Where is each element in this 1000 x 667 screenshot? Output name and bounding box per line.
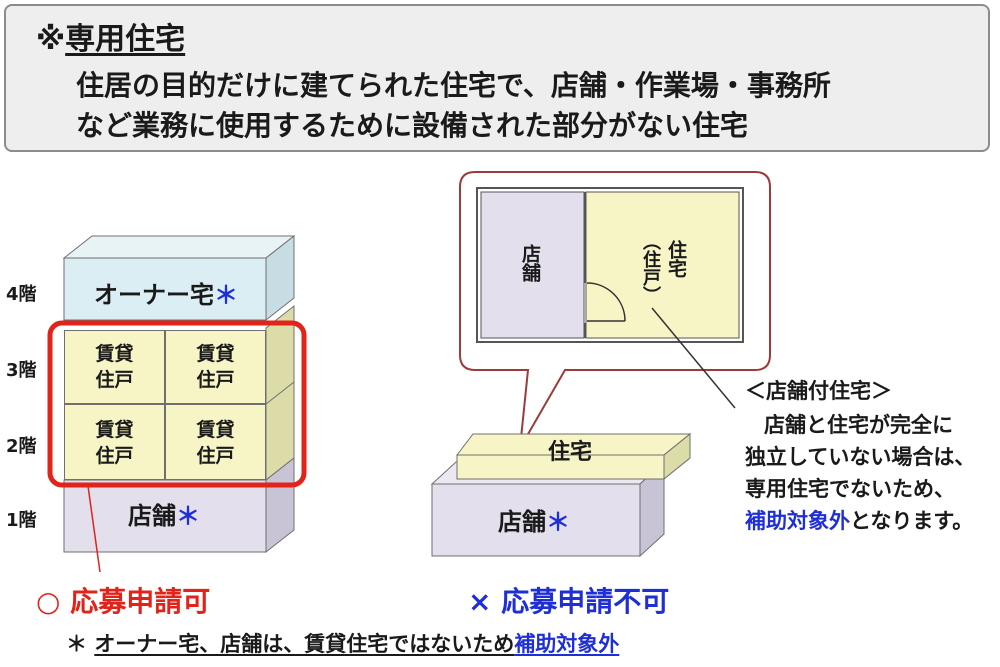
cross-icon: × [468, 585, 492, 618]
definition-line-2: など業務に使用するために設備された部分がない住宅 [76, 109, 749, 142]
lower-shop-label: 店舗＊ [498, 508, 570, 536]
rental-unit: 賃貸住戸 [165, 404, 266, 480]
note-heading: ＜店舗付住宅＞ [745, 379, 892, 403]
asterisk-icon: ＊ [176, 502, 200, 530]
definition-line-1: 住居の目的だけに建てられた住宅で、店舗・作業場・事務所 [76, 69, 831, 102]
eligible-highlight-frame [47, 320, 307, 488]
plan-shop [480, 191, 585, 339]
asterisk-icon: ＊ [214, 281, 238, 309]
owner-unit-label: オーナー宅＊ [94, 281, 238, 309]
floor-label-2: 2階 [6, 436, 37, 457]
note-line-3: 専用住宅でないため、 [745, 477, 955, 501]
lower-front [431, 483, 641, 557]
definition-box [4, 4, 990, 152]
annotation-leader-line [651, 307, 736, 409]
definition-title: ※専用住宅 [36, 14, 185, 58]
plan-shop-label: 店舗 [519, 244, 541, 282]
footnote-highlight: 補助対象外 [514, 632, 620, 656]
note-line-4: 補助対象外となります。 [745, 509, 974, 533]
verdict-not-allowed: × 応募申請不可 [468, 585, 670, 618]
reference-mark: ※ [36, 22, 66, 57]
floor-label-1: 1階 [6, 510, 37, 531]
plan-housing [585, 191, 740, 339]
verdict-allowed: ○ 応募申請可 [36, 585, 211, 618]
upper-housing-label: 住宅 [548, 440, 593, 465]
floor-label-4: 4階 [6, 284, 37, 305]
owner-front [63, 257, 267, 321]
asterisk-icon: ＊ [66, 632, 87, 656]
rental-unit: 賃貸住戸 [165, 330, 266, 404]
asterisk-icon: ＊ [546, 508, 570, 536]
shop-front [63, 479, 267, 553]
footnote-text: オーナー宅、店舗は、賃貸住宅ではないため [94, 632, 515, 656]
circle-icon: ○ [36, 585, 61, 618]
door-swing-icon [586, 282, 626, 322]
eligible-leader-line [87, 485, 101, 573]
definition-term: 専用住宅 [65, 22, 186, 57]
note-line-2: 独立していない場合は、 [745, 445, 976, 469]
note-line-1: 店舗と住宅が完全に [764, 413, 953, 437]
rental-unit: 賃貸住戸 [64, 404, 165, 480]
rental-unit: 賃貸住戸 [64, 330, 165, 404]
footnote: ＊ オーナー宅、店舗は、賃貸住宅ではないため補助対象外 [66, 628, 619, 658]
plan-housing-label: 住宅 [665, 240, 687, 278]
plan-housing-sublabel: （住戸） [640, 232, 661, 304]
floor-label-3: 3階 [6, 360, 37, 381]
shop-label: 店舗＊ [128, 502, 200, 530]
